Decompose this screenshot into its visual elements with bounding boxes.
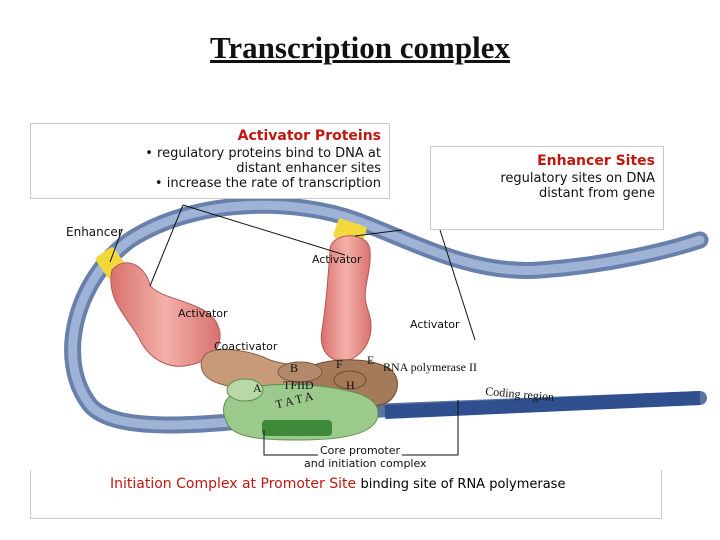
- factor-h-shape: [333, 370, 367, 390]
- page-title: Transcription complex: [210, 30, 510, 65]
- pointer-activator-left: [149, 204, 184, 287]
- caption-box: [30, 470, 662, 519]
- pointer-enhancer-left: [109, 229, 123, 263]
- label-factor-h: H: [346, 378, 355, 392]
- label-initiation-complex: and initiation complex: [304, 457, 427, 470]
- label-activator-right: Activator: [410, 318, 460, 331]
- label-activator-left: Activator: [178, 307, 228, 320]
- activator-box-line3: • increase the rate of transcription: [154, 176, 381, 191]
- label-tfiid: TFIID: [283, 378, 314, 392]
- activator-box-line1: • regulatory proteins bind to DNA at: [145, 146, 381, 161]
- caption-black: binding site of RNA polymerase: [360, 477, 566, 492]
- enhancer-box-line2: distant from gene: [538, 186, 655, 201]
- caption: Initiation Complex at Promoter Site bind…: [110, 476, 565, 492]
- pointer-box-right: [439, 229, 476, 341]
- label-factor-a: A: [253, 381, 262, 395]
- label-enhancer: Enhancer: [66, 225, 123, 239]
- label-factor-e: E: [367, 353, 375, 367]
- factor-a-shape: [226, 378, 264, 402]
- caption-red: Initiation Complex at Promoter Site: [110, 476, 357, 492]
- activator-info-box: Activator Proteins • regulatory proteins…: [30, 123, 390, 199]
- activator-box-line2: distant enhancer sites: [236, 161, 381, 176]
- label-activator-top: Activator: [312, 253, 362, 266]
- enhancer-box-heading: Enhancer Sites: [537, 153, 655, 169]
- pointer-activator-right: [182, 204, 346, 256]
- activator-box-heading: Activator Proteins: [237, 128, 381, 144]
- activator-right-shape: [320, 235, 372, 362]
- label-rna-polymerase: RNA polymerase II: [383, 360, 477, 374]
- enhancer-info-box: Enhancer Sites regulatory sites on DNA d…: [430, 146, 664, 230]
- label-factor-b: B: [290, 361, 299, 375]
- factor-b-shape: [277, 361, 323, 383]
- coding-region-dna: [384, 391, 701, 419]
- tata-box: [262, 420, 332, 436]
- label-core-promoter: Core promoter: [318, 444, 402, 457]
- label-factor-f: F: [336, 357, 343, 371]
- pointer-enhancer-right: [354, 229, 403, 237]
- enhancer-box-line1: regulatory sites on DNA: [500, 171, 655, 186]
- label-coactivator: Coactivator: [214, 340, 278, 353]
